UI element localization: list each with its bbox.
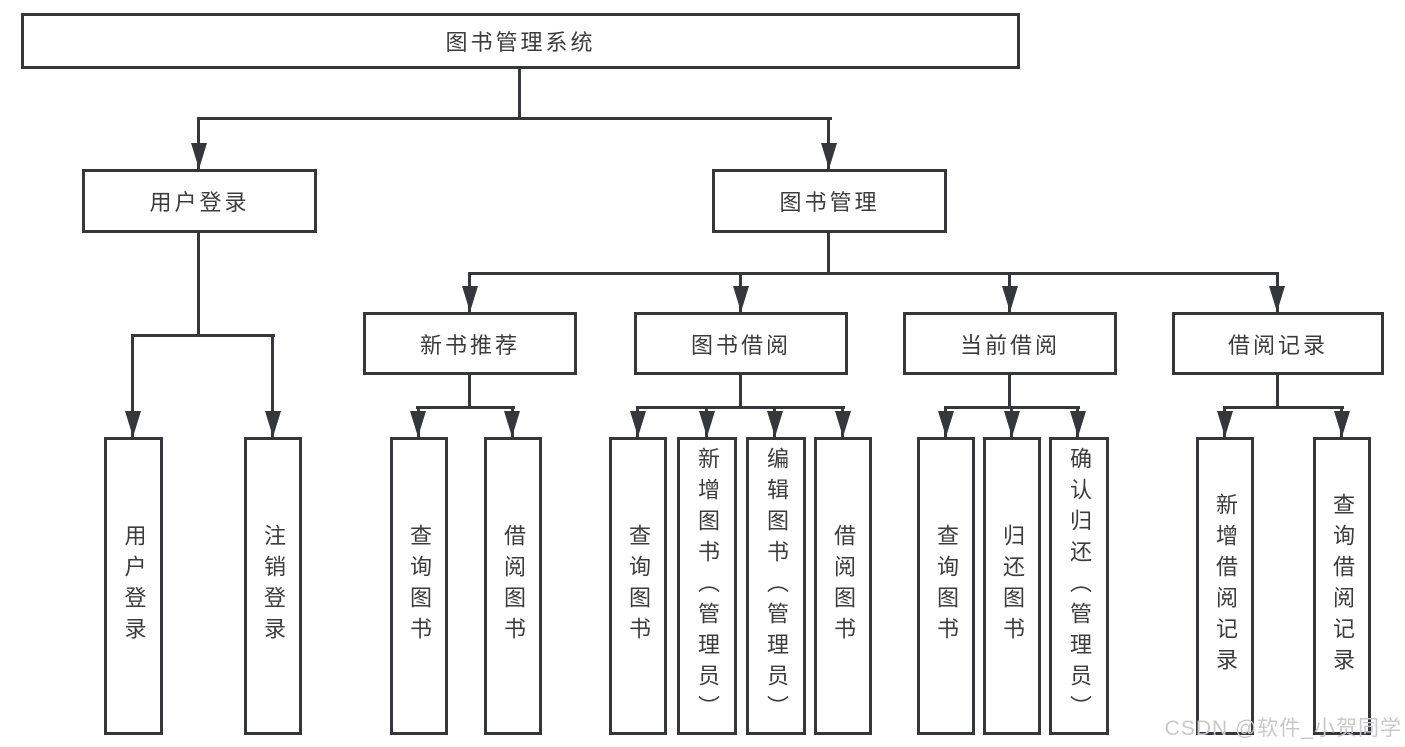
- connector-line: [518, 69, 521, 119]
- leaf-user-login: 用户登录: [104, 437, 163, 735]
- arrow-down-icon: [1217, 411, 1233, 437]
- connector-line: [197, 233, 200, 337]
- node-label: 确认归还（管理员）: [1067, 446, 1092, 726]
- leaf-query-books: 查询图书: [917, 437, 975, 735]
- node-new-book-recommend: 新书推荐: [363, 312, 577, 375]
- connector-line: [1008, 375, 1011, 408]
- arrow-down-icon: [1269, 286, 1285, 312]
- leaf-return-books: 归还图书: [983, 437, 1041, 735]
- arrow-down-icon: [733, 286, 749, 312]
- arrow-down-icon: [1334, 411, 1350, 437]
- arrow-down-icon: [699, 411, 715, 437]
- node-book-management: 图书管理: [712, 169, 947, 233]
- connector-line: [739, 375, 742, 408]
- arrow-down-icon: [410, 411, 426, 437]
- leaf-borrow-books: 借阅图书: [814, 437, 872, 735]
- arrow-down-icon: [630, 411, 646, 437]
- node-label: 图书借阅: [690, 332, 791, 358]
- leaf-query-borrow-record: 查询借阅记录: [1313, 437, 1371, 735]
- connector-line: [1276, 375, 1279, 408]
- arrow-down-icon: [265, 411, 281, 437]
- node-label: 借阅记录: [1227, 332, 1328, 358]
- leaf-query-books: 查询图书: [390, 437, 448, 735]
- node-label: 编辑图书（管理员）: [764, 446, 789, 726]
- node-current-borrowing: 当前借阅: [903, 312, 1117, 375]
- node-label: 图书管理: [779, 190, 880, 215]
- node-label: 用户登录: [121, 524, 147, 648]
- connector-line: [636, 406, 845, 409]
- arrow-down-icon: [821, 143, 837, 169]
- connector-line: [468, 272, 1279, 275]
- node-label: 借阅图书: [501, 524, 526, 648]
- node-label: 新书推荐: [419, 332, 520, 358]
- arrow-down-icon: [938, 411, 954, 437]
- arrow-down-icon: [462, 286, 478, 312]
- arrow-down-icon: [1002, 286, 1018, 312]
- watermark: CSDN @软件_小贺同学: [1164, 717, 1402, 740]
- node-label: 查询图书: [407, 524, 432, 648]
- connector-line: [271, 334, 274, 437]
- connector-line: [827, 233, 830, 275]
- leaf-query-books: 查询图书: [609, 437, 667, 735]
- arrow-down-icon: [125, 411, 141, 437]
- connector-line: [197, 117, 832, 120]
- node-book-borrowing: 图书借阅: [634, 312, 848, 375]
- node-label: 归还图书: [1000, 524, 1025, 648]
- connector-line: [131, 334, 275, 337]
- node-label: 查询图书: [626, 524, 651, 648]
- node-library-management-system: 图书管理系统: [21, 13, 1020, 69]
- leaf-add-book-admin: 新增图书（管理员）: [677, 437, 737, 735]
- node-label: 图书管理系统: [445, 30, 596, 55]
- arrow-down-icon: [767, 411, 783, 437]
- leaf-borrow-books: 借阅图书: [484, 437, 542, 735]
- node-label: 注销登录: [261, 524, 286, 648]
- arrow-down-icon: [835, 411, 851, 437]
- node-borrowing-records: 借阅记录: [1172, 312, 1384, 375]
- node-label: 新增借阅记录: [1213, 493, 1238, 679]
- leaf-logout: 注销登录: [244, 437, 302, 735]
- node-label: 借阅图书: [831, 524, 856, 648]
- arrow-down-icon: [1004, 411, 1020, 437]
- node-label: 用户登录: [149, 190, 250, 215]
- connector-line: [131, 334, 134, 437]
- connector-line: [1223, 406, 1344, 409]
- node-label: 新增图书（管理员）: [695, 446, 720, 726]
- arrow-down-icon: [191, 143, 207, 169]
- connector-line: [468, 375, 471, 408]
- leaf-add-borrow-record: 新增借阅记录: [1196, 437, 1254, 735]
- arrow-down-icon: [504, 411, 520, 437]
- node-label: 查询借阅记录: [1330, 493, 1355, 679]
- node-label: 查询图书: [934, 524, 959, 648]
- arrow-down-icon: [1070, 411, 1086, 437]
- leaf-confirm-return-admin: 确认归还（管理员）: [1049, 437, 1109, 735]
- node-label: 当前借阅: [959, 332, 1060, 358]
- leaf-edit-book-admin: 编辑图书（管理员）: [746, 437, 806, 735]
- node-user-login: 用户登录: [82, 169, 317, 233]
- connector-line: [416, 406, 515, 409]
